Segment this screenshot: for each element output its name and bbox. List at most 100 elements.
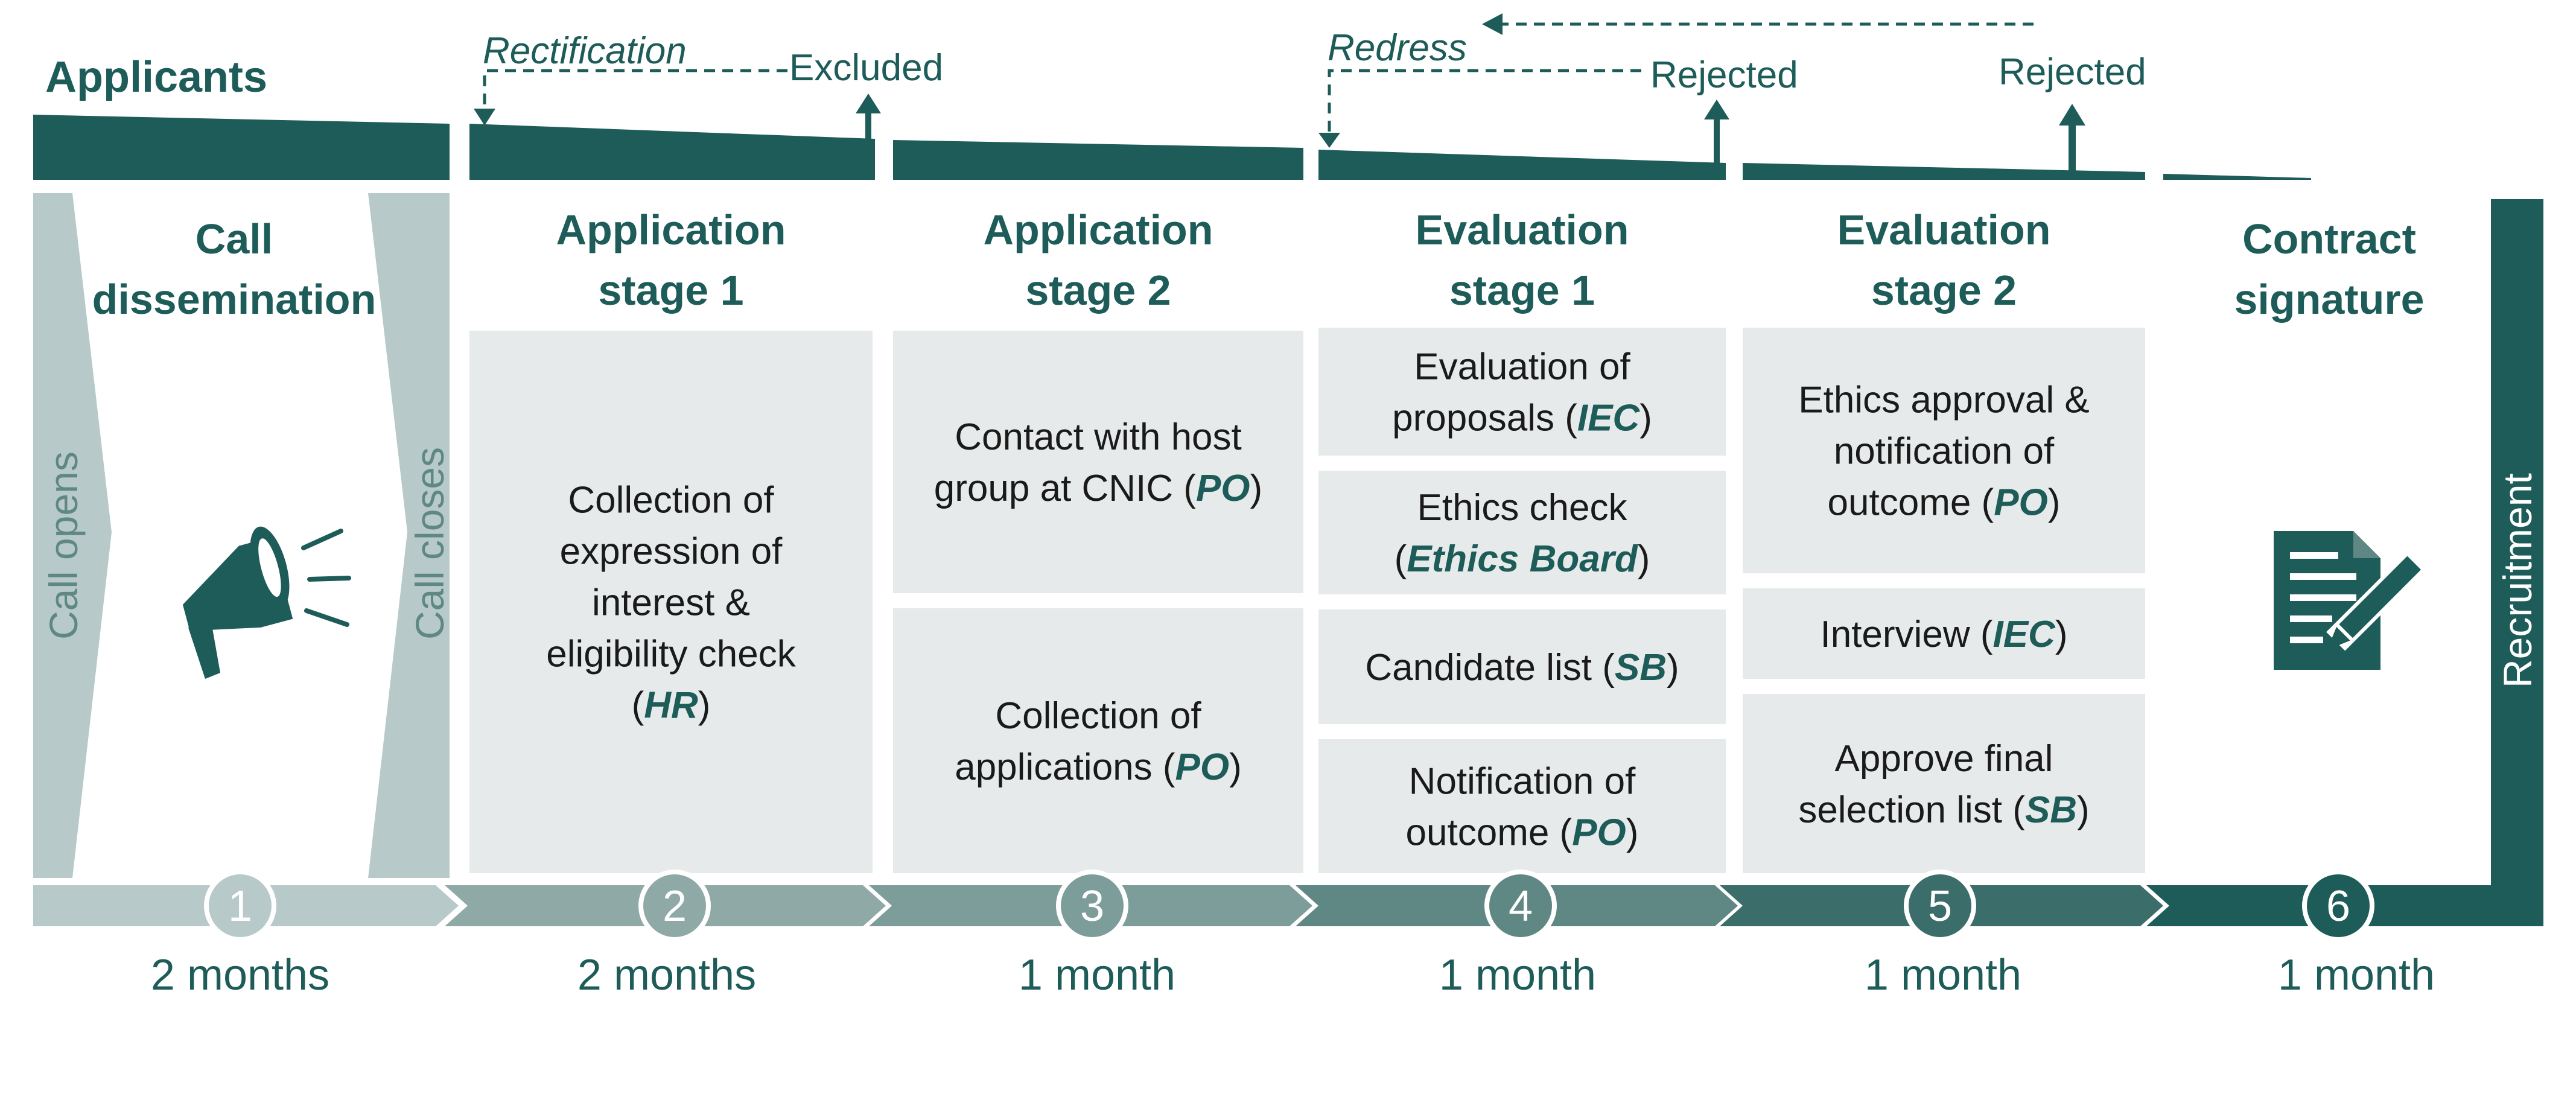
contract-signature-column: Contract signature Recruitment (2234, 199, 2543, 926)
task-text-line: group at CNIC (PO) (934, 468, 1262, 509)
task-text-line: applications (PO) (955, 746, 1242, 788)
stage-columns: Application stage 1 Collection ofexpressio… (469, 206, 2145, 873)
rejected-label-2: Rejected (1999, 51, 2146, 93)
stage-3-task-box: Contact with host group at CNIC (PO) (893, 331, 1303, 593)
stage-4-title-line2: stage 1 (1449, 267, 1595, 314)
step-number-circle (1056, 870, 1128, 942)
task-text-line: (HR) (632, 685, 711, 727)
timeline-step-1: 12 months (33, 870, 459, 999)
recruitment-bar (2290, 199, 2543, 926)
task-box-background (1318, 328, 1726, 456)
call-opens-chevron (33, 193, 112, 878)
task-text-line: Approve final (1835, 738, 2053, 780)
stage-4-task-box: Notification of outcome (PO) (1318, 739, 1726, 873)
excluded-exit: Excluded (789, 47, 943, 139)
task-box-background (1743, 588, 2145, 679)
task-box-background (1318, 471, 1726, 594)
stage-3-task-box: Collection of applications (PO) (893, 608, 1303, 873)
call-title-line1: Call (196, 215, 273, 262)
step-number: 3 (1080, 882, 1104, 930)
contract-signing-icon (2274, 531, 2426, 670)
applicants-funnel-bar (33, 115, 2311, 180)
step-duration: 1 month (1439, 951, 1596, 999)
rejected-exit-2: Rejected (1999, 51, 2146, 172)
step-number: 4 (1509, 882, 1533, 930)
contract-title-line2: signature (2234, 276, 2424, 323)
task-text-line: Collection of (568, 480, 774, 521)
task-text-line: outcome (PO) (1406, 812, 1639, 854)
responsible-role: PO (1994, 482, 2048, 524)
redress-loop: Redress (1318, 27, 1641, 148)
task-text-line: (Ethics Board) (1395, 538, 1650, 580)
task-text-line: outcome (PO) (1828, 482, 2061, 524)
task-text-line: Collection of (995, 695, 1201, 737)
task-text-line: Contact with host (955, 416, 1242, 458)
timeline-step-2: 2 2 months (445, 870, 886, 999)
responsible-role: SB (1615, 647, 1667, 689)
top-redress-arrow (1482, 13, 2034, 35)
step-number-circle (638, 870, 711, 942)
responsible-role: SB (2025, 789, 2077, 831)
rejected-label-1: Rejected (1650, 54, 1798, 96)
timeline: 12 months 2 2 months 31 month 4 1 month 5 1 mon… (33, 870, 2543, 999)
task-box-background (1743, 694, 2145, 873)
responsible-role: PO (1572, 812, 1626, 854)
stage-4-task-box: Evaluation of proposals (IEC) (1318, 328, 1726, 456)
stage-2-title-line1: Application (556, 206, 786, 253)
stage-3-column: Application stage 2 Contact with host group… (893, 206, 1303, 873)
responsible-role: IEC (1577, 398, 1641, 439)
excluded-label: Excluded (789, 47, 943, 89)
rejected-exit-1: Rejected (1650, 54, 1798, 163)
responsible-role: PO (1175, 746, 1230, 788)
task-box-background (893, 608, 1303, 873)
step-number-circle (1904, 870, 1976, 942)
responsible-role: IEC (1992, 614, 2056, 655)
redress-label: Redress (1328, 27, 1467, 69)
rectification-loop: Rectification (474, 30, 787, 126)
task-text-line: eligibility check (546, 634, 797, 675)
stage-3-title-line2: stage 2 (1025, 267, 1171, 314)
timeline-step-5: 5 1 month (1720, 870, 2163, 999)
task-box-background (1318, 609, 1726, 724)
stage-5-task-box: Ethics approval & notification of outcome … (1743, 328, 2145, 573)
applicants-label: Applicants (45, 53, 267, 101)
task-text-line: Ethics check (1417, 487, 1627, 529)
task-text-line: Notification of (1409, 761, 1636, 803)
step-number: 5 (1928, 882, 1952, 930)
task-box-background (469, 331, 873, 873)
stage-4-title-line1: Evaluation (1416, 206, 1629, 253)
call-closes-label: Call closes (407, 447, 452, 640)
step-number: 1 (228, 882, 252, 930)
responsible-role: HR (644, 685, 698, 727)
task-box-background (1318, 739, 1726, 873)
task-text-line: Candidate list (SB) (1365, 647, 1679, 689)
stage-4-task-box: Ethics check (Ethics Board) (1318, 471, 1726, 594)
task-text-line: selection list (SB) (1798, 789, 2089, 831)
rectification-label: Rectification (483, 30, 687, 72)
step-number-circle (2302, 870, 2374, 942)
contract-title-line1: Contract (2242, 215, 2416, 262)
step-duration: 2 months (577, 951, 756, 999)
task-text-line: notification of (1834, 431, 2055, 472)
task-text-line: Ethics approval & (1798, 380, 2089, 421)
timeline-step-6: 61 month (2146, 870, 2543, 999)
responsible-role: PO (1196, 468, 1250, 509)
task-box-background (893, 331, 1303, 593)
step-number: 2 (663, 882, 687, 930)
step-number-circle (1484, 870, 1557, 942)
call-title-line2: dissemination (92, 276, 377, 323)
task-text-line: interest & (592, 582, 750, 624)
task-text-line: proposals (IEC) (1392, 398, 1652, 439)
task-box-background (1743, 328, 2145, 573)
step-duration: 1 month (1865, 951, 2021, 999)
stage-5-title-line2: stage 2 (1871, 267, 2017, 314)
stage-3-title-line1: Application (983, 206, 1213, 253)
timeline-step-3: 31 month (869, 870, 1312, 999)
megaphone-icon (182, 526, 351, 679)
stage-5-task-box: Interview (IEC) (1743, 588, 2145, 679)
step-number: 6 (2326, 882, 2350, 930)
task-text-line: Evaluation of (1414, 346, 1630, 388)
